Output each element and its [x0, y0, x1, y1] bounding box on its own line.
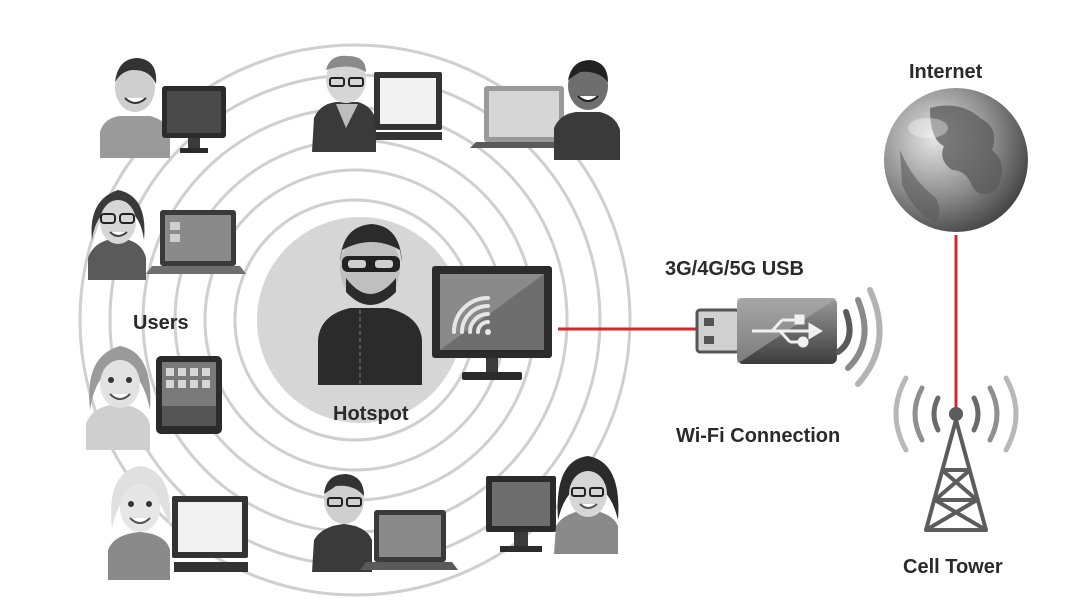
- user-tablet-left: [86, 346, 222, 450]
- cell-tower-label: Cell Tower: [903, 556, 1003, 578]
- user-desktop-bottom-right: [486, 456, 619, 554]
- usb-label: 3G/4G/5G USB: [665, 258, 804, 280]
- usb-modem-icon: [695, 287, 883, 387]
- wifi-connection-label: Wi-Fi Connection: [676, 425, 841, 447]
- users-label: Users: [133, 312, 189, 334]
- hacker-icon: [318, 224, 422, 385]
- hotspot-node: [257, 217, 552, 423]
- user-laptop-top-right: [470, 60, 620, 160]
- user-desktop-bottom-left: [108, 466, 248, 580]
- user-laptop-left: [88, 190, 246, 280]
- user-desktop-top-center: [312, 55, 442, 152]
- internet-label: Internet: [909, 61, 983, 83]
- monitor-wifi-icon: [432, 266, 552, 380]
- user-desktop-top-left: [100, 58, 226, 158]
- user-laptop-bottom-center: [312, 474, 458, 572]
- hotspot-label: Hotspot: [333, 403, 409, 425]
- cell-tower-icon: [893, 375, 1019, 532]
- globe-icon: [884, 88, 1028, 232]
